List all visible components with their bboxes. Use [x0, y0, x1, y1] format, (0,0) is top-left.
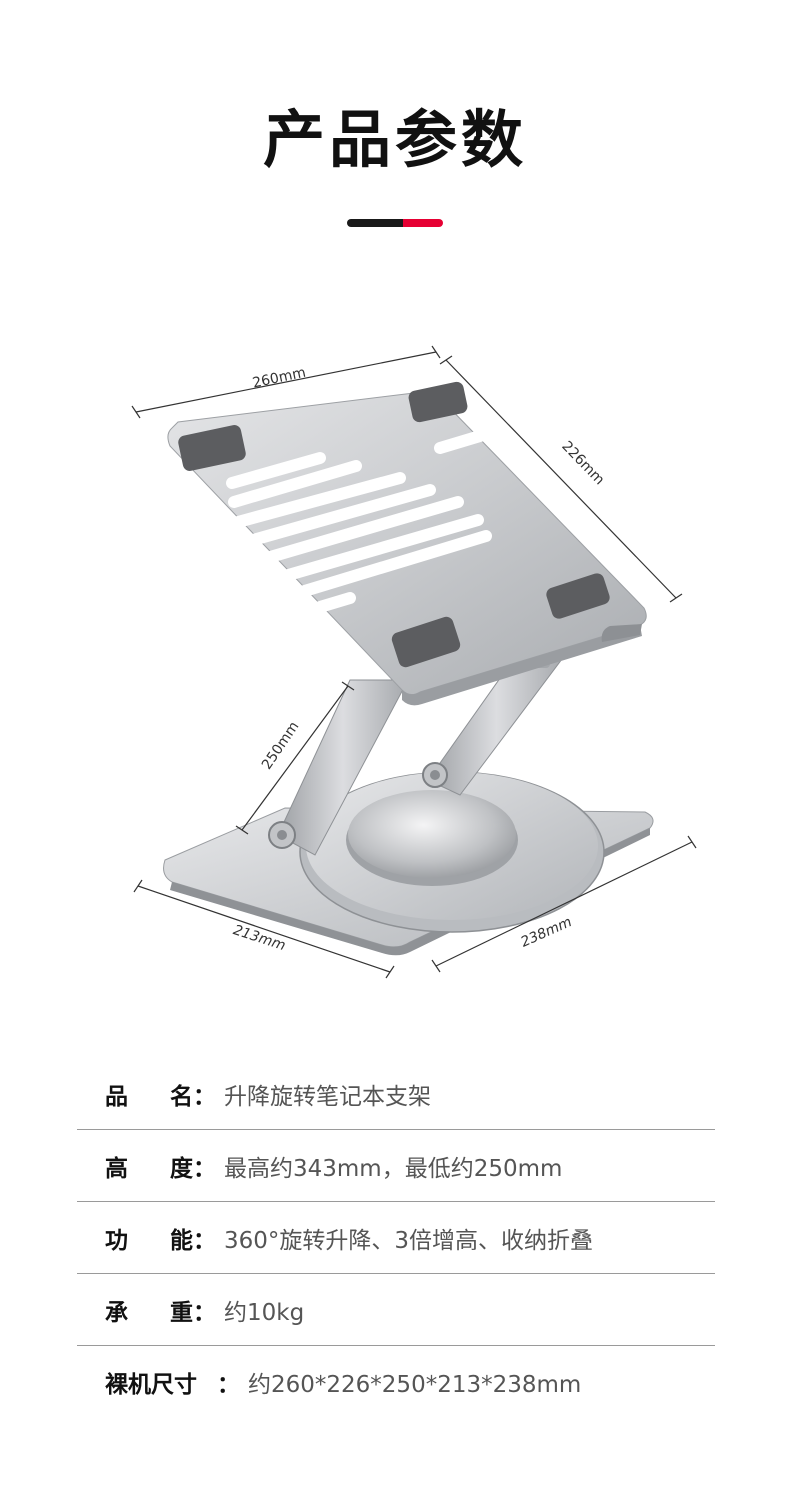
vent-slots — [226, 430, 492, 613]
title-divider — [347, 219, 443, 227]
dimension-lines — [131, 345, 697, 979]
spec-row-load: 承重 ： 约10kg — [77, 1274, 715, 1346]
page-title: 产品参数 — [262, 103, 527, 176]
rubber-pads — [178, 381, 610, 668]
laptop-stand-illustration: 260mm 226mm 250mm 213mm 238mm — [131, 345, 697, 979]
spec-value: 约260*226*250*213*238mm — [248, 1371, 582, 1398]
dimension-top-depth: 226mm — [558, 438, 607, 488]
spec-row-name: 品名 ： 升降旋转笔记本支架 — [77, 1058, 715, 1130]
divider-dark-segment — [347, 219, 405, 227]
spec-label: 品名 — [105, 1083, 193, 1110]
dimension-arm-length: 250mm — [259, 719, 302, 773]
spec-row-function: 功能 ： 360°旋转升降、3倍增高、收纳折叠 — [77, 1202, 715, 1274]
spec-row-height: 高度 ： 最高约343mm，最低约250mm — [77, 1130, 715, 1202]
spec-label: 高度 — [105, 1155, 193, 1182]
spec-value: 最高约343mm，最低约250mm — [224, 1155, 563, 1182]
laptop-tray — [167, 381, 647, 706]
spec-value: 约10kg — [224, 1299, 305, 1326]
spec-row-dimensions: 裸机尺寸 ： 约260*226*250*213*238mm — [77, 1346, 715, 1417]
divider-red-segment — [403, 219, 443, 227]
spec-label: 功能 — [105, 1227, 193, 1254]
spec-value: 360°旋转升降、3倍增高、收纳折叠 — [224, 1227, 594, 1254]
dimension-top-width: 260mm — [251, 365, 307, 392]
spec-table: 品名 ： 升降旋转笔记本支架 高度 ： 最高约343mm，最低约250mm 功能… — [77, 1058, 715, 1417]
spec-label: 裸机尺寸 — [105, 1371, 197, 1398]
spec-value: 升降旋转笔记本支架 — [224, 1083, 431, 1110]
spec-label: 承重 — [105, 1299, 193, 1326]
